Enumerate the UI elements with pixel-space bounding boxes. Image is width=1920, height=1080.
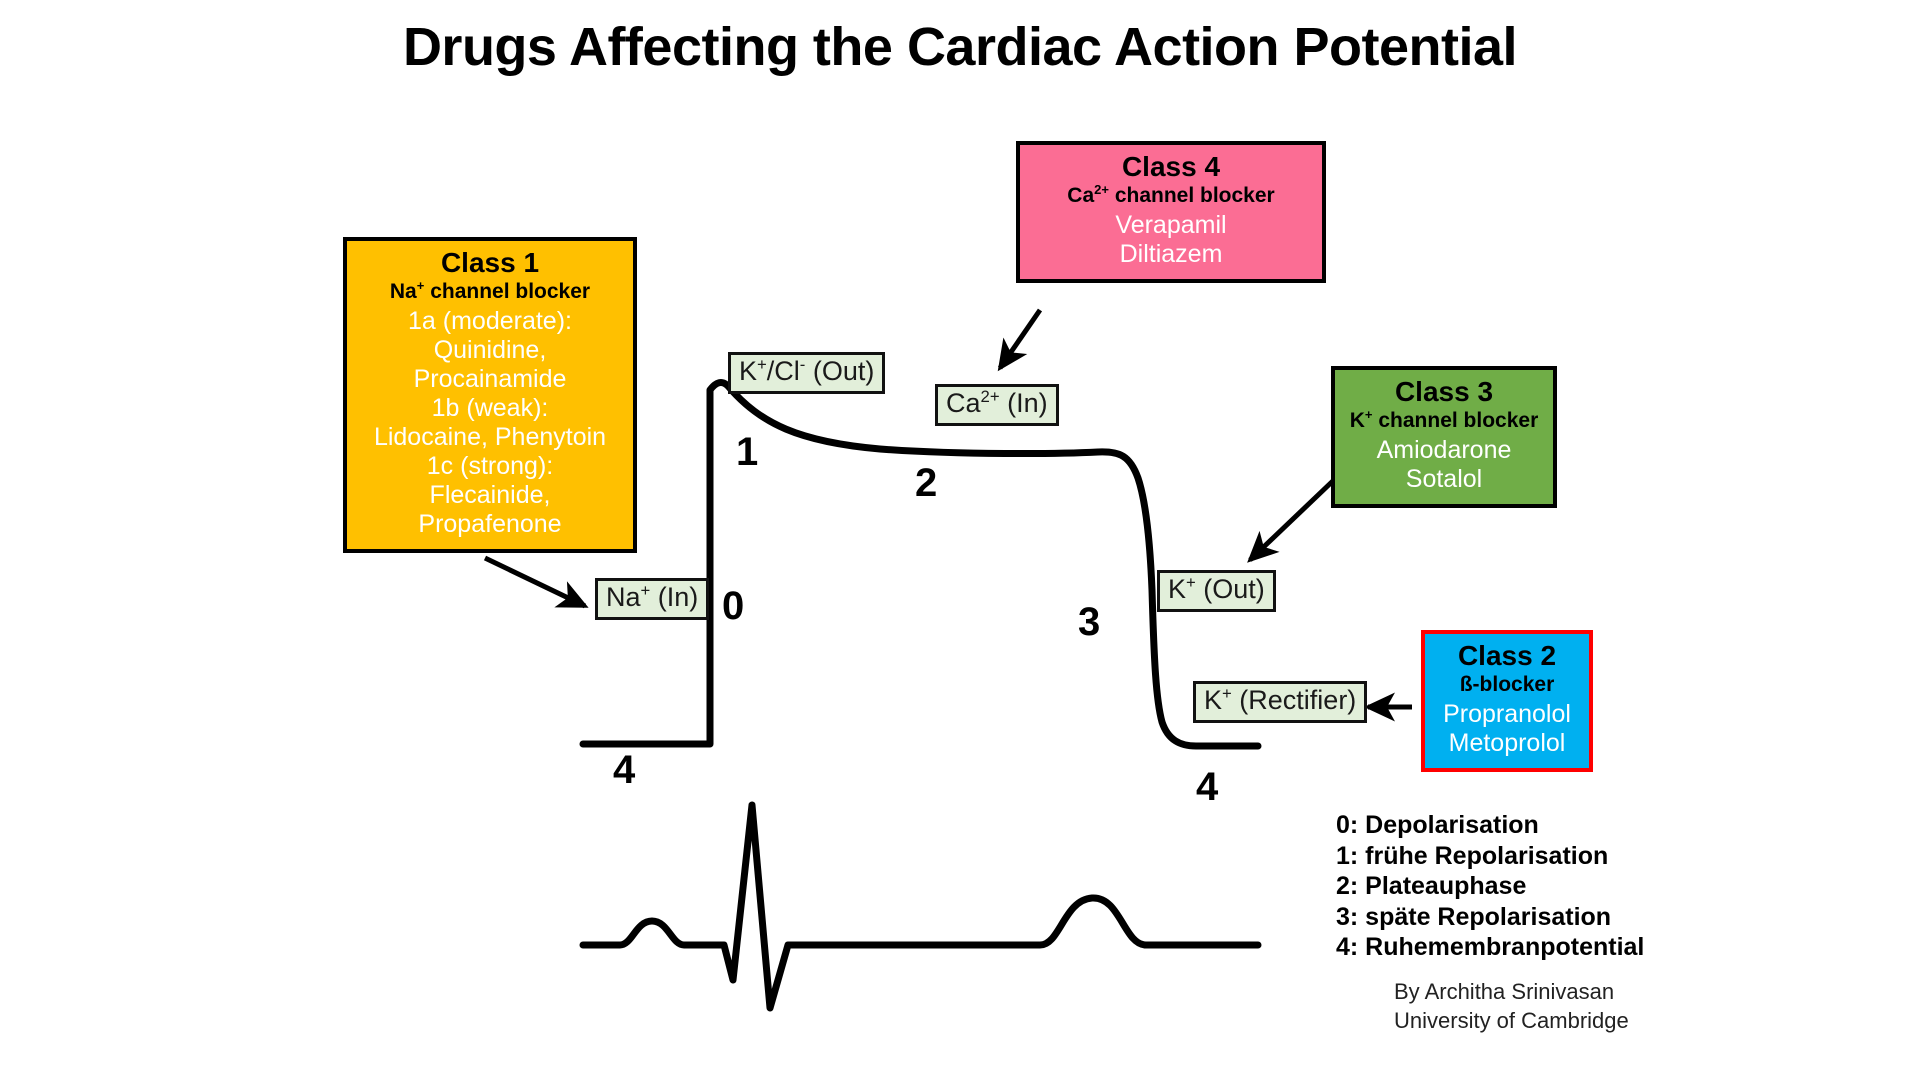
arrow-class4-to-ca — [997, 308, 1043, 372]
phase-label-2: 2 — [915, 461, 938, 505]
class-2-title: Class 2 — [1457, 640, 1557, 671]
class-4-drug-2: Diltiazem — [1119, 239, 1223, 268]
legend-item-0: 0: Depolarisation — [1336, 811, 1539, 839]
class-1-drugs-1a: Quinidine, Procainamide — [413, 335, 567, 393]
class-1-subtitle: Na+ channel blocker — [389, 278, 591, 304]
class-4-drug-1: Verapamil — [1115, 210, 1227, 239]
ion-label-na-in[interactable]: Na+ (In) — [595, 578, 710, 620]
action-potential-curve — [579, 379, 1262, 750]
credit-block: By Architha Srinivasan University of Cam… — [1394, 977, 1629, 1035]
phase-label-4-right: 4 — [1196, 765, 1219, 809]
phase-label-1: 1 — [736, 430, 759, 474]
ecg-curve — [579, 801, 1262, 1012]
arrow-class3-to-k-out — [1247, 476, 1338, 563]
class-3-box[interactable]: Class 3 K+ channel blocker Amiodarone So… — [1331, 366, 1557, 508]
class-1-line-1b: 1b (weak): — [431, 393, 549, 422]
class-1-box[interactable]: Class 1 Na+ channel blocker 1a (moderate… — [343, 237, 637, 553]
ion-label-k-out[interactable]: K+ (Out) — [1157, 570, 1276, 612]
legend-item-1: 1: frühe Repolarisation — [1336, 841, 1609, 870]
phase-label-3: 3 — [1078, 600, 1101, 644]
class-1-drugs-1b: Lidocaine, Phenytoin — [373, 422, 607, 451]
class-4-title: Class 4 — [1121, 151, 1221, 182]
phase-label-0: 0 — [722, 584, 745, 628]
page-title: Drugs Affecting the Cardiac Action Poten… — [402, 17, 1518, 77]
class-2-drug-2: Metoprolol — [1448, 728, 1566, 757]
ion-label-k-cl-out[interactable]: K+/Cl- (Out) — [728, 352, 886, 394]
class-1-drugs-1c: Flecainide, Propafenone — [418, 480, 562, 538]
legend-item-3: 3: späte Repolarisation — [1336, 902, 1612, 931]
credit-author: By Architha Srinivasan — [1394, 979, 1615, 1004]
phase-label-4-left: 4 — [613, 748, 636, 792]
class-1-title: Class 1 — [440, 247, 540, 278]
legend-item-4: 4: Ruhemembranpotential — [1336, 933, 1645, 961]
credit-institution: University of Cambridge — [1394, 1008, 1629, 1034]
class-2-box[interactable]: Class 2 ß-blocker Propranolol Metoprolol — [1421, 630, 1593, 772]
class-4-subtitle: Ca2+ channel blocker — [1067, 182, 1275, 208]
class-2-subtitle: ß-blocker — [1459, 673, 1555, 697]
phase-legend: 0: Depolarisation 1: frühe Repolarisatio… — [1336, 810, 1644, 963]
ion-label-ca-in[interactable]: Ca2+ (In) — [935, 384, 1059, 426]
class-3-drug-2: Sotalol — [1405, 464, 1483, 493]
class-3-subtitle: K+ channel blocker — [1349, 407, 1539, 433]
class-3-title: Class 3 — [1394, 376, 1494, 407]
class-3-drug-1: Amiodarone — [1376, 435, 1512, 464]
class-4-box[interactable]: Class 4 Ca2+ channel blocker Verapamil D… — [1016, 141, 1326, 283]
arrow-class1-to-na — [483, 555, 589, 609]
ion-label-k-rectifier[interactable]: K+ (Rectifier) — [1193, 681, 1368, 723]
class-1-line-1a: 1a (moderate): — [408, 306, 572, 335]
class-1-line-1c: 1c (strong): — [426, 451, 554, 480]
class-2-drug-1: Propranolol — [1443, 699, 1571, 728]
legend-item-2: 2: Plateauphase — [1336, 872, 1527, 900]
